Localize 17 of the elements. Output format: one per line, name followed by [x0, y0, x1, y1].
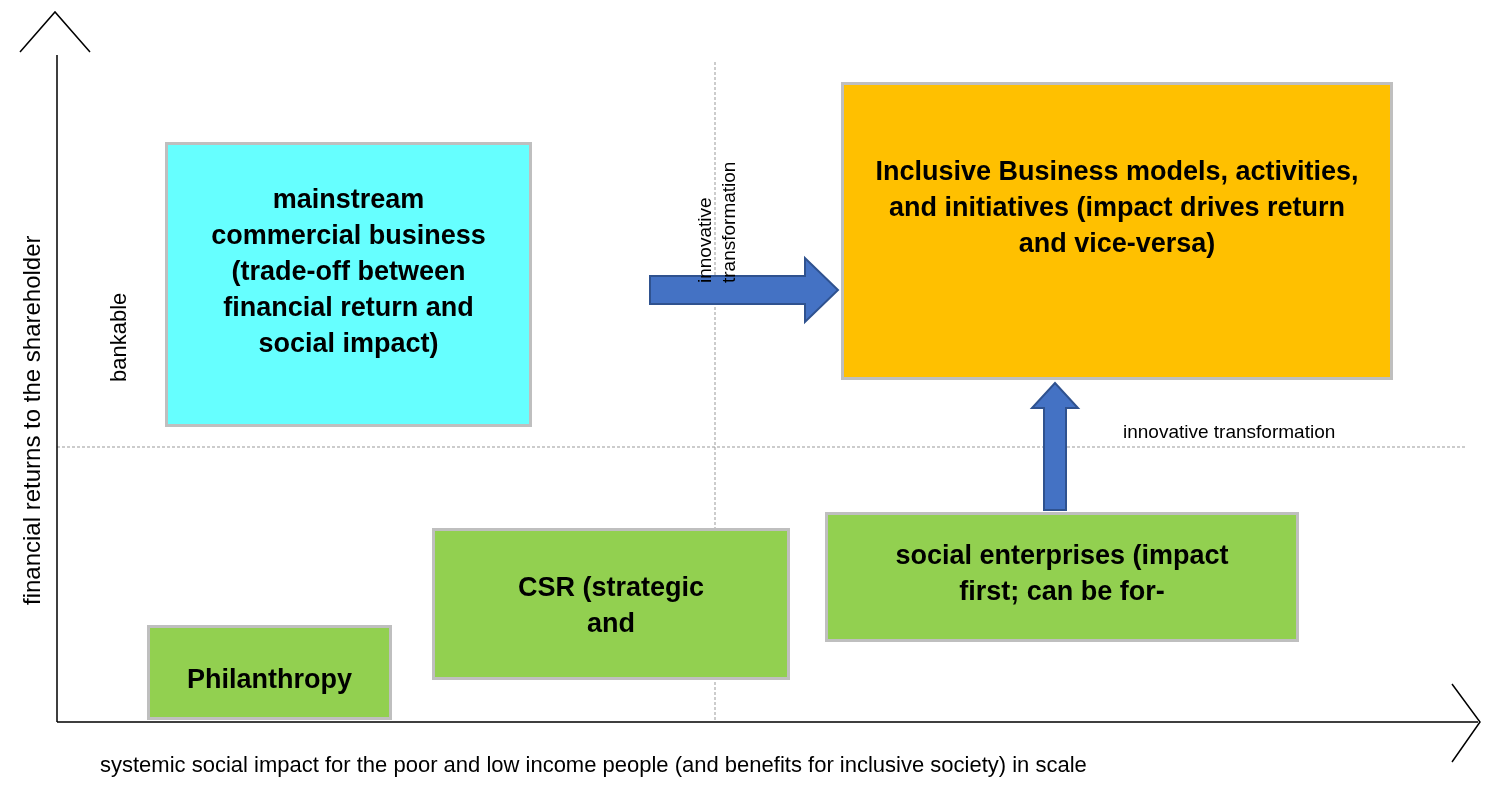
category-box [432, 528, 790, 680]
annotation-text: bankable [106, 292, 132, 382]
y-axis-label: financial returns to the shareholder [18, 235, 46, 605]
category-box [825, 512, 1299, 642]
box-label: Philanthropy [187, 663, 352, 696]
block-arrow [1029, 381, 1081, 511]
category-box [165, 142, 532, 427]
block-arrow [649, 255, 840, 325]
category-box [147, 625, 392, 720]
box-label: social enterprises (impact first; can be for- [894, 539, 1230, 608]
annotation-text: innovative transformation [693, 160, 740, 283]
annotation-text: innovative transformation [1123, 421, 1336, 443]
box-label: mainstream commercial business (trade-off between financial return and social impact) [210, 183, 487, 360]
box-label: CSR (strategic and [516, 571, 705, 640]
box-label: Inclusive Business models, activities, and initiatives (impact drives return and vice-versa) [874, 155, 1360, 260]
category-box [841, 82, 1393, 380]
x-axis-label: systemic social impact for the poor and low income people (and benefits for inclusive society) in scale [100, 752, 1087, 778]
